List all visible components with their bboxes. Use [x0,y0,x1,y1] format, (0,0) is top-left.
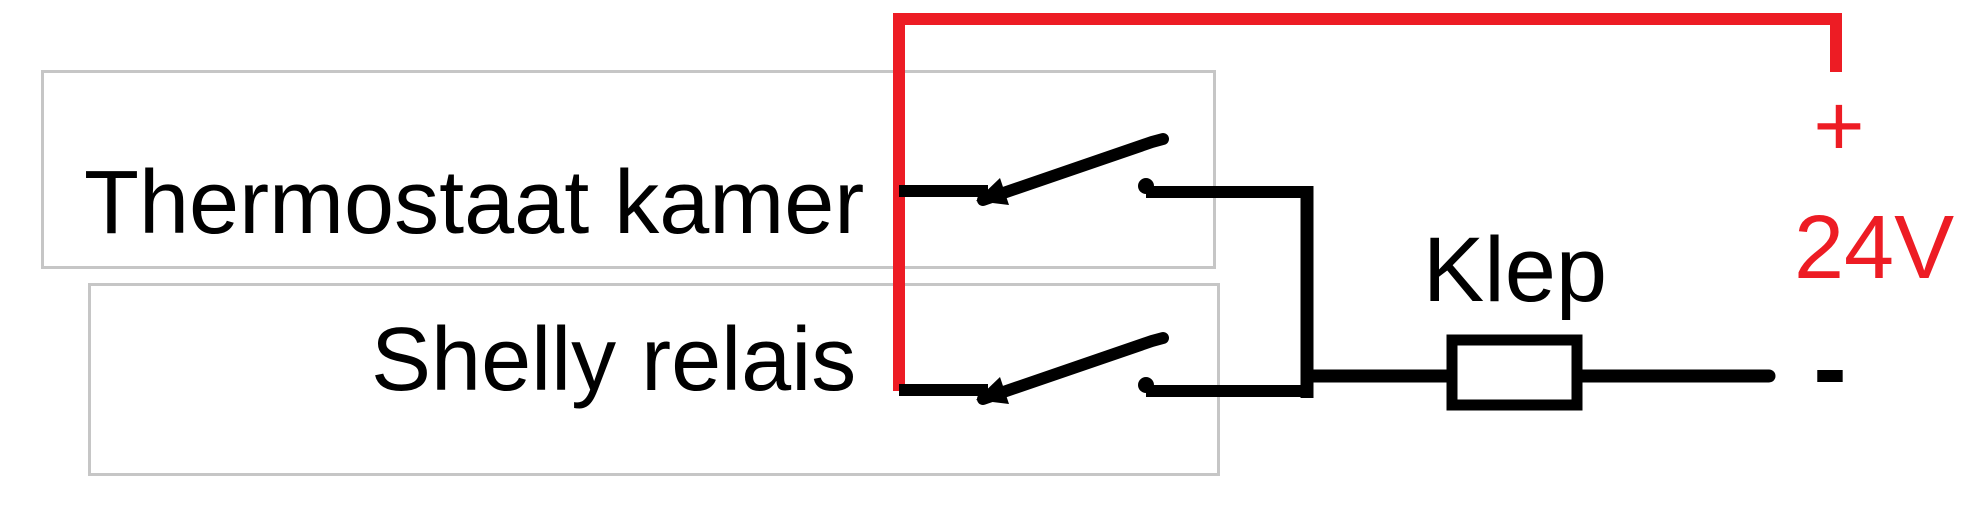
minus-terminal-label: - [1813,312,1847,424]
plus-terminal-label: + [1813,76,1865,175]
shelly-relay-box-label: Shelly relais [371,310,857,410]
thermostat-box-label: Thermostaat kamer [84,153,865,253]
voltage-label: 24V [1794,198,1955,298]
valve-label: Klep [1422,219,1608,321]
valve-symbol [1446,334,1583,411]
